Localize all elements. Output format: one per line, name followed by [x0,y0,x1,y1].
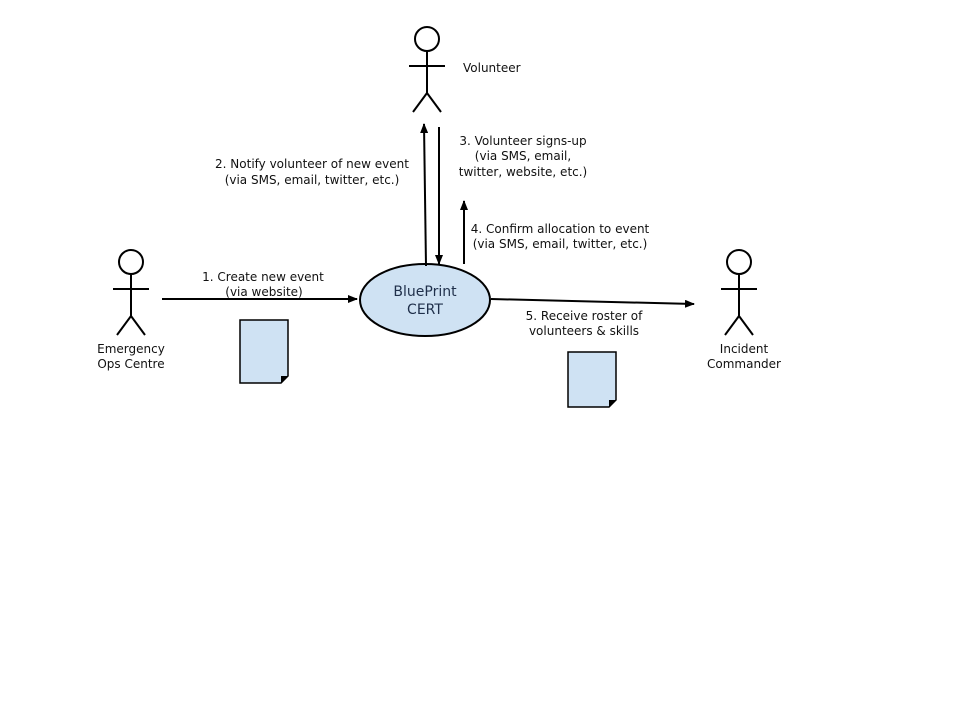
step-5-line-1: 5. Receive roster of [526,309,644,323]
document-icon [567,351,617,408]
system-label-line-1: BluePrint [393,284,457,300]
actor-label-emergency-line-1: Emergency [97,342,165,356]
step-1-line-2: (via website) [225,285,302,299]
step-3-line-3: twitter, website, etc.) [459,165,588,179]
actor-label-commander-line-2: Commander [707,357,781,371]
actor-emergency-ops-centre [113,249,149,336]
step-4-line-1: 4. Confirm allocation to event [471,222,650,236]
step-1-line-1: 1. Create new event [202,270,324,284]
document-icon [239,319,289,384]
system-label-line-2: CERT [407,302,443,318]
arrow-receive-roster [490,298,695,308]
system-node [359,263,491,337]
arrow-notify-volunteer [420,123,429,267]
step-2-line-2: (via SMS, email, twitter, etc.) [225,173,400,187]
actor-incident-commander [721,249,757,336]
step-2-line-1: 2. Notify volunteer of new event [215,157,409,171]
step-3-line-2: (via SMS, email, [475,149,571,163]
actor-volunteer [409,26,445,113]
actor-label-emergency-line-2: Ops Centre [97,357,164,371]
step-3-line-1: 3. Volunteer signs-up [459,134,586,148]
step-5-line-2: volunteers & skills [529,324,639,338]
actor-label-volunteer: Volunteer [463,61,521,75]
actor-label-commander-line-1: Incident [720,342,769,356]
step-4-line-2: (via SMS, email, twitter, etc.) [473,237,648,251]
